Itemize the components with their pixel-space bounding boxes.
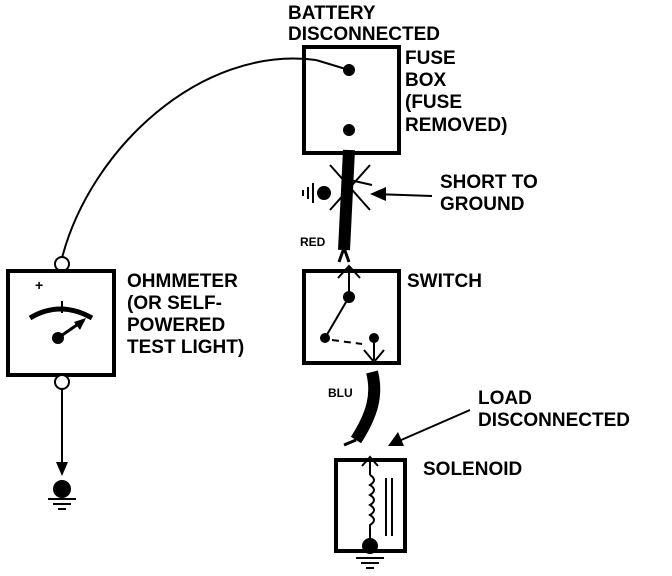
load-label-line1: LOAD <box>478 388 532 409</box>
ohmmeter-label-line2: (OR SELF- <box>127 293 222 314</box>
fuse-label-line2: BOX <box>405 70 447 91</box>
meter-scale <box>28 306 94 321</box>
switch-box <box>302 264 401 365</box>
short-spark <box>329 164 373 211</box>
short-label-line2: GROUND <box>440 194 524 215</box>
short-arrow <box>370 187 433 201</box>
short-ground-symbol <box>302 183 331 203</box>
short-label-line1: SHORT TO <box>440 172 538 193</box>
battery-label-line2: DISCONNECTED <box>288 24 440 45</box>
battery-label-line1: BATTERY <box>288 3 376 24</box>
ohmmeter: + <box>6 256 116 390</box>
fuse-label-line1: FUSE <box>405 48 456 69</box>
solenoid-label: SOLENOID <box>423 459 522 480</box>
ohmmeter-label-line1: OHMMETER <box>127 271 238 292</box>
load-arrow <box>388 409 471 446</box>
red-wire-label: RED <box>300 235 326 249</box>
load-label-line2: DISCONNECTED <box>478 410 630 431</box>
solenoid-coil <box>368 474 375 540</box>
red-wire <box>337 149 355 263</box>
solenoid-box <box>334 455 407 554</box>
test-lead-wire <box>61 57 317 259</box>
fuse-label-line3: (FUSE <box>405 92 462 113</box>
ohmmeter-ground-lead <box>48 389 76 510</box>
solenoid-ground-symbol <box>356 557 384 569</box>
blu-wire <box>343 370 381 447</box>
meter-plus-sign: + <box>35 277 43 293</box>
ohmmeter-label-line3: POWERED <box>127 315 225 336</box>
ohmmeter-label-line4: TEST LIGHT) <box>127 337 244 358</box>
blu-wire-label: BLU <box>328 386 353 400</box>
switch-label: SWITCH <box>407 271 482 292</box>
fuse-box <box>302 45 401 155</box>
fuse-label-line4: REMOVED) <box>405 115 507 136</box>
